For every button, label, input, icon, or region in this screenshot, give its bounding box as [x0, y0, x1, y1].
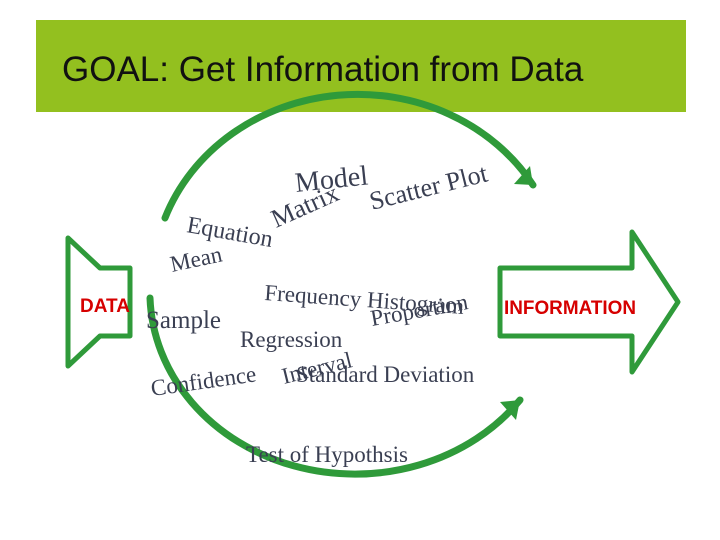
slide-title: GOAL: Get Information from Data	[62, 50, 584, 89]
term-scatter-plot: Scatter Plot	[366, 158, 491, 216]
information-arrow-shape	[497, 229, 681, 375]
data-label: DATA	[80, 296, 130, 317]
term-model: Model	[293, 160, 369, 198]
ring-arrowhead-top	[514, 166, 533, 185]
term-mean: Mean	[168, 241, 225, 276]
term-standard-deviation: Standard Deviation	[296, 362, 475, 387]
term-test-of-hypothesis: Test of Hypothsis	[246, 442, 408, 467]
information-label: INFORMATION	[504, 298, 636, 319]
term-regression: Regression	[240, 327, 343, 352]
term-sample: Sample	[146, 307, 221, 334]
ring-arrowhead-bottom	[500, 400, 520, 420]
cycle-arrow-ring	[146, 90, 537, 478]
data-arrow-shape	[65, 235, 133, 369]
